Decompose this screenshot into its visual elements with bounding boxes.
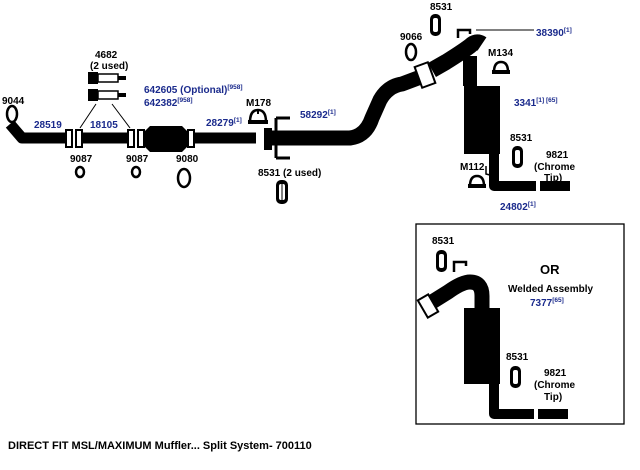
inset-hanger-8531-top-icon xyxy=(436,250,447,272)
label-8531-top: 8531 xyxy=(430,2,453,13)
inset-bracket xyxy=(452,260,468,272)
label-24802: 24802[1] xyxy=(500,201,536,213)
pipe-58292 xyxy=(264,70,421,150)
bolt-4682 xyxy=(88,72,126,101)
label-28519: 28519 xyxy=(34,120,62,131)
inset-label-7377: 7377[65] xyxy=(530,297,564,309)
label-4682: 4682 xyxy=(95,50,118,61)
hanger-8531-top-icon xyxy=(430,14,441,36)
pipe-18105 xyxy=(75,129,135,148)
label-9087-left: 9087 xyxy=(70,154,93,165)
label-4682-note: (2 used) xyxy=(90,61,128,72)
label-18105: 18105 xyxy=(90,120,118,131)
label-8531-right: 8531 xyxy=(510,133,533,144)
chrome-tip-9821 xyxy=(540,181,570,191)
label-9821-line1: 9821 xyxy=(546,150,569,161)
hanger-8531-2used-icon xyxy=(276,180,288,204)
gasket-9066 xyxy=(404,42,418,62)
label-58292: 58292[1] xyxy=(300,109,336,121)
gasket-9044 xyxy=(5,104,19,124)
label-3341: 3341[1] [65] xyxy=(514,97,558,109)
gasket-9080 xyxy=(176,167,192,189)
diagram-caption: DIRECT FIT MSL/MAXIMUM Muffler... Split … xyxy=(8,440,312,452)
catalytic-converter-642382 xyxy=(137,126,195,152)
label-38390: 38390[1] xyxy=(536,27,572,39)
gasket-9087-right xyxy=(130,165,142,179)
label-642605: 642605 (Optional)[958] xyxy=(144,84,243,96)
gasket-9087-left xyxy=(74,165,86,179)
inset-label-9821-line3: Tip) xyxy=(544,392,562,403)
clamp-M178-icon xyxy=(248,108,268,124)
tailpipe-24802 xyxy=(489,154,536,191)
inset-label-8531-top: 8531 xyxy=(432,236,455,247)
label-M134: M134 xyxy=(488,48,513,59)
label-9821-line2: (Chrome xyxy=(534,162,576,173)
label-9821-line3: Tip) xyxy=(544,173,562,184)
label-9087-right: 9087 xyxy=(126,154,149,165)
inset-label-9821-line2: (Chrome xyxy=(534,380,576,391)
inset-label-or: OR xyxy=(540,262,560,277)
pipe-38390 xyxy=(428,34,487,86)
bracket-38390 xyxy=(456,28,472,38)
inset-box xyxy=(415,223,625,425)
label-M112: M112 xyxy=(460,162,485,173)
inset-hanger-8531-mid-icon xyxy=(510,366,521,388)
front-pipe-28519 xyxy=(5,120,73,148)
label-28279: 28279[1] xyxy=(206,117,242,129)
inset-label-welded: Welded Assembly xyxy=(508,284,593,295)
clamp-M112-icon xyxy=(468,174,486,188)
label-8531-2used: 8531 (2 used) xyxy=(258,168,321,179)
label-9080: 9080 xyxy=(176,154,199,165)
label-9044: 9044 xyxy=(2,96,25,107)
joint-clamp xyxy=(413,60,437,90)
label-M178: M178 xyxy=(246,98,271,109)
welded-assembly-7377 xyxy=(416,274,568,419)
label-642382: 642382[958] xyxy=(144,97,193,109)
label-9066: 9066 xyxy=(400,32,423,43)
inset-label-8531-mid: 8531 xyxy=(506,352,529,363)
clamp-M134-icon xyxy=(492,60,510,74)
muffler-3341 xyxy=(464,86,500,154)
inset-label-9821-line1: 9821 xyxy=(544,368,567,379)
hanger-8531-right-icon xyxy=(512,146,523,168)
